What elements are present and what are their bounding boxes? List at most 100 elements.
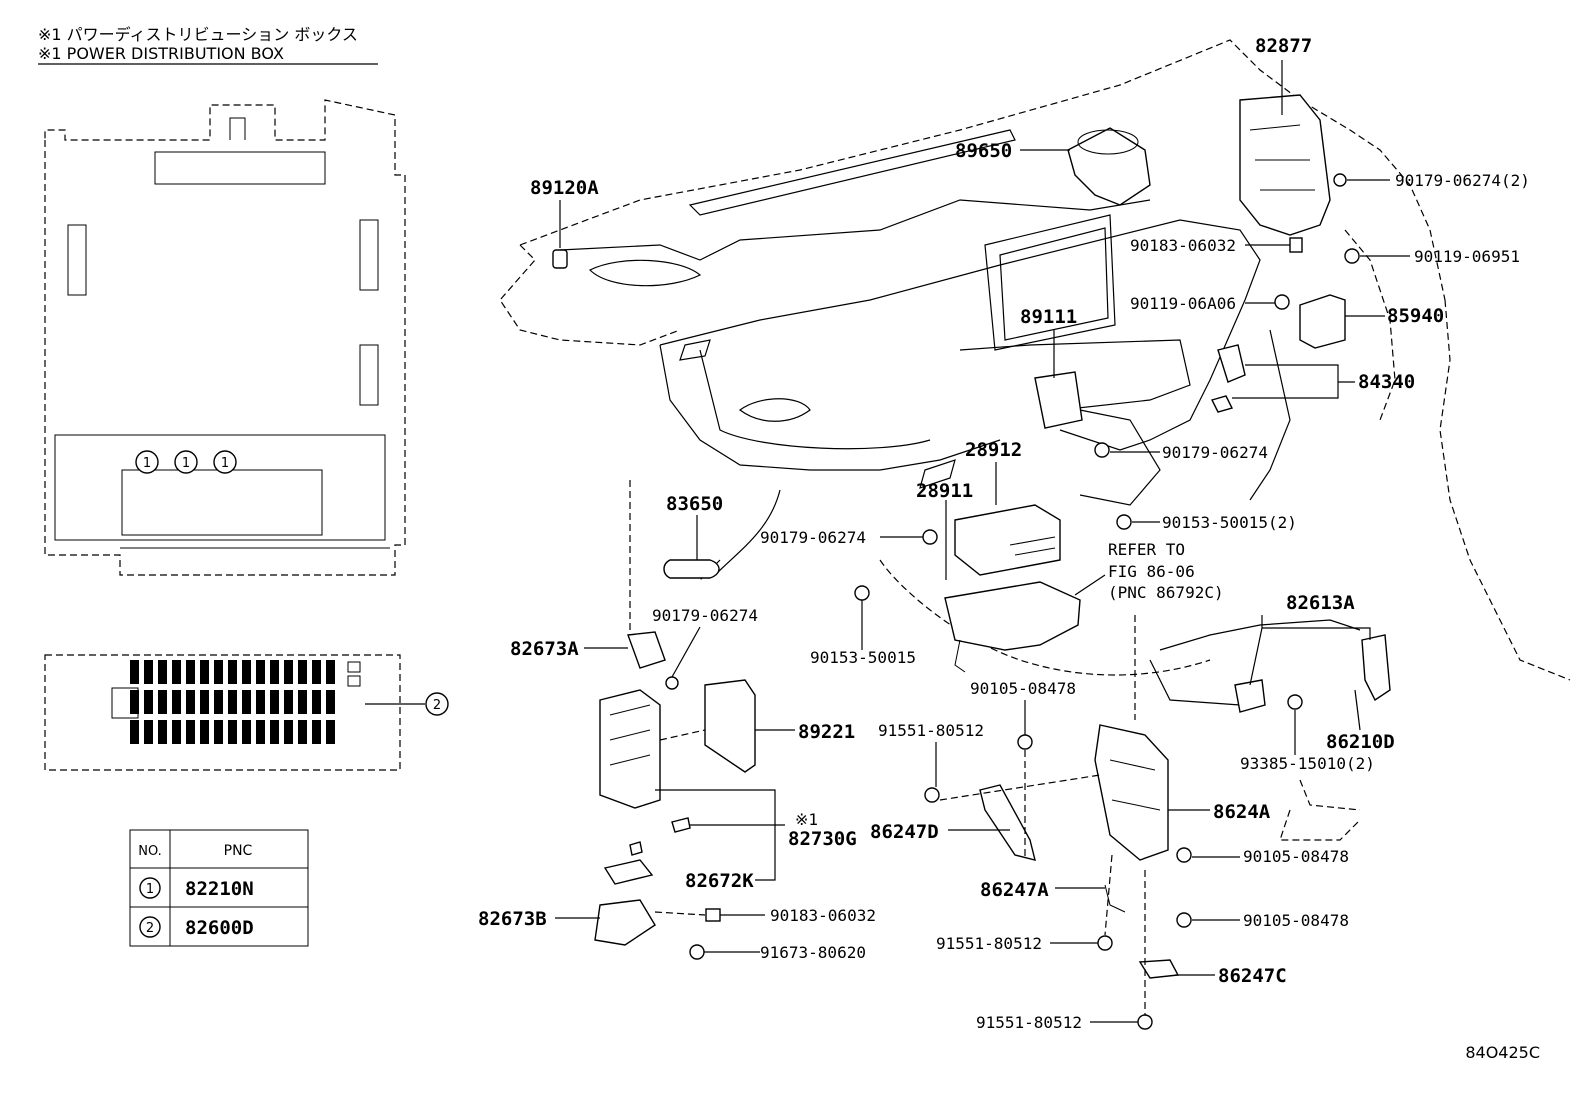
callout-number: 1 — [143, 456, 151, 471]
fuse-cell — [270, 660, 279, 684]
part-82673B-shape — [594, 899, 656, 946]
label-28912: 28912 — [965, 439, 1022, 461]
part-89650-shape — [1067, 127, 1151, 206]
table-row-pnc: 82600D — [185, 917, 254, 939]
nut-90179-icon — [1333, 173, 1347, 187]
label-90105-08478-c: 90105-08478 — [1243, 911, 1349, 930]
refer-line-2: FIG 86-06 — [1108, 562, 1195, 581]
fuse-cell — [256, 660, 265, 684]
fuse-cell — [298, 720, 307, 744]
pnc-table: NO. PNC 1 82210N 2 82600D — [129, 829, 309, 947]
refer-leader — [1074, 574, 1106, 596]
nut-90179-icon — [1094, 442, 1110, 458]
label-82673B: 82673B — [478, 908, 547, 930]
label-82672K: 82672K — [685, 870, 754, 892]
label-28911: 28911 — [916, 480, 973, 502]
label-86247D: 86247D — [870, 821, 939, 843]
table-header-pnc: PNC — [224, 843, 253, 859]
bolt-90105-icon — [1176, 847, 1192, 863]
part-89221-shape — [704, 679, 756, 773]
bolt-93385-icon — [1287, 694, 1303, 710]
label-90183-06032-b: 90183-06032 — [770, 906, 876, 925]
label-89221: 89221 — [798, 721, 855, 743]
part-89120A-shape — [552, 249, 568, 269]
label-84340: 84340 — [1358, 371, 1415, 393]
label-91551-80512-b: 91551-80512 — [936, 934, 1042, 953]
part-82877-shape — [1239, 94, 1331, 236]
callout-number-2: 2 — [433, 698, 441, 713]
fuse-cell — [284, 690, 293, 714]
label-93385-15010-2: 93385-15010(2) — [1240, 754, 1375, 773]
fuse-cell — [326, 660, 335, 684]
table-row-no: 2 — [146, 921, 154, 936]
instrument-panel-drawing — [499, 39, 1571, 841]
fuse-cell — [200, 720, 209, 744]
label-8624A: 8624A — [1213, 801, 1271, 823]
part-labels: 82877 89650 89120A 90179-06274(2) 90183-… — [478, 35, 1540, 1062]
part-82613A-shape — [1234, 634, 1391, 713]
bolt-90119-icon — [1344, 248, 1360, 264]
part-84340-shape — [1210, 344, 1246, 413]
fuse-cell — [144, 690, 153, 714]
fuse-cell — [228, 720, 237, 744]
fuse-cell — [158, 690, 167, 714]
nut-90179-icon — [665, 676, 679, 690]
table-row-no: 1 — [146, 882, 154, 897]
label-86247C: 86247C — [1218, 965, 1287, 987]
callout-circle — [213, 450, 237, 474]
table-row-no-circle — [139, 877, 161, 899]
fuse-cell — [130, 690, 139, 714]
fuse-cell — [228, 690, 237, 714]
callout-circle — [135, 450, 159, 474]
fuse-cell — [172, 720, 181, 744]
part-82672K-shape — [603, 817, 691, 885]
bolt-91673-icon — [689, 944, 705, 960]
table-row-pnc: 82210N — [185, 878, 254, 900]
label-82673A: 82673A — [510, 638, 579, 660]
fuse-cell — [312, 720, 321, 744]
ref-mark: ※1 — [795, 810, 818, 829]
label-82877: 82877 — [1255, 35, 1312, 57]
label-91673-80620: 91673-80620 — [760, 943, 866, 962]
fuse-cell — [312, 660, 321, 684]
fuse-cell — [158, 660, 167, 684]
fuse-cell — [270, 720, 279, 744]
fuse-cell — [158, 720, 167, 744]
power-distribution-box-drawing — [44, 99, 406, 576]
fuse-cell — [172, 690, 181, 714]
fuse-cell — [326, 720, 335, 744]
fuse-cell — [214, 720, 223, 744]
fuse-cell — [214, 690, 223, 714]
label-90119-06A06: 90119-06A06 — [1130, 294, 1236, 313]
fuse-cell — [172, 660, 181, 684]
part-8624A-shape — [1094, 724, 1169, 861]
bolt-90105-icon — [1176, 912, 1192, 928]
label-90179-06274-2: 90179-06274(2) — [1395, 171, 1530, 190]
bolt-90119-icon — [1274, 294, 1290, 310]
label-86210D: 86210D — [1326, 731, 1395, 753]
label-89111: 89111 — [1020, 306, 1077, 328]
fuse-cell — [130, 720, 139, 744]
note-japanese: ※1 パワーディストリビューション ボックス — [38, 25, 358, 44]
fuse-cell — [242, 720, 251, 744]
label-90105-08478-b: 90105-08478 — [1243, 847, 1349, 866]
part-85940-shape — [1299, 294, 1346, 349]
part-86247C-shape — [1138, 959, 1180, 979]
bolt-90153-icon — [854, 585, 870, 601]
power-distribution-box-side-drawing — [44, 654, 425, 771]
note-english: ※1 POWER DISTRIBUTION BOX — [38, 44, 284, 63]
bolt-91551-icon — [1097, 935, 1113, 951]
label-83650: 83650 — [666, 493, 723, 515]
bolt-91551-icon — [1137, 1014, 1153, 1030]
label-86247A: 86247A — [980, 879, 1049, 901]
clip-90183-icon — [1289, 237, 1303, 253]
fuse-grid — [130, 660, 335, 744]
fuse-cell — [186, 720, 195, 744]
bolt-90153-icon — [1116, 514, 1132, 530]
part-82730G-shape — [599, 689, 661, 809]
bolt-90105-icon — [1017, 734, 1033, 750]
fuse-cell — [200, 660, 209, 684]
label-90105-08478: 90105-08478 — [970, 679, 1076, 698]
fuse-cell — [214, 660, 223, 684]
